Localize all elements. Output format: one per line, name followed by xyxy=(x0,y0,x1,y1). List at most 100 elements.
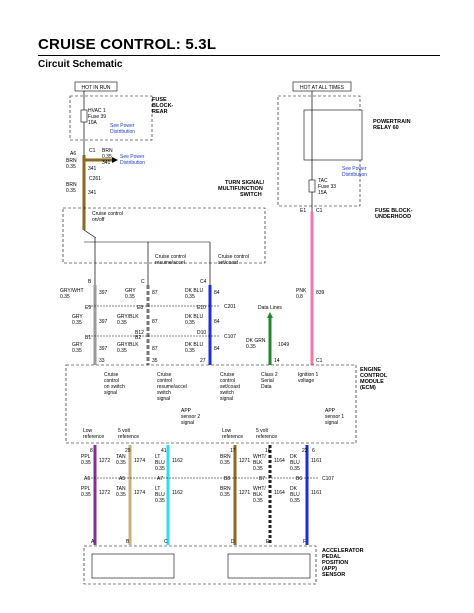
onoff-switch-contact xyxy=(83,229,97,239)
hot-at-all-times-label: HOT AT ALL TIMES xyxy=(300,85,345,91)
conn-a6: A6 xyxy=(84,476,90,482)
row2-col1-num: 397 xyxy=(99,319,108,325)
bot-pin-41: 41 xyxy=(161,448,167,454)
bot-r2-ppl-num: 1272 xyxy=(99,490,110,496)
bot-r1-brn-num: 1271 xyxy=(239,458,250,464)
powertrain-relay-box xyxy=(303,109,363,161)
bot-r1-ltblu-num: 1162 xyxy=(172,458,183,464)
app-pin-d: D xyxy=(231,539,235,545)
bot-r1-whtblk-num: 1164 xyxy=(274,458,285,464)
turn-signal-switch-box xyxy=(62,207,266,264)
title-rule xyxy=(38,55,440,56)
page-title: CRUISE CONTROL: 5.3L xyxy=(38,36,217,53)
brn-splice-arrow xyxy=(112,157,118,163)
app-sensor-box xyxy=(83,545,317,585)
app-pin-b: B xyxy=(126,539,130,545)
c1-pin-label: C1 xyxy=(316,208,323,214)
pin-d10: D10 xyxy=(197,330,206,336)
bot-r1-ppl-num: 1272 xyxy=(99,458,110,464)
data-lines-label: Data Lines xyxy=(258,305,282,311)
bot-r2-whtblk-num: 1164 xyxy=(274,490,285,496)
app-sensor-2-element xyxy=(91,553,175,579)
pin-b12: B12 xyxy=(135,330,144,336)
row2-col2-num: 87 xyxy=(152,319,158,325)
bot-r1-tan-num: 1274 xyxy=(134,458,145,464)
c1-connector-label: C1 xyxy=(89,148,96,154)
brn-wire-num-a: 341 xyxy=(88,166,97,172)
c201-label: C201 xyxy=(224,304,236,310)
row2-col3-num: 84 xyxy=(214,319,220,325)
a6-pin-label: A6 xyxy=(70,151,76,157)
ecm-pin-35: 35 xyxy=(152,358,158,364)
row3-col1-num: 397 xyxy=(99,346,108,352)
brn-wire-num-b: 341 xyxy=(88,190,97,196)
e1-pin-label: E1 xyxy=(300,208,306,214)
pin-b1: B1 xyxy=(85,335,91,341)
dkgrn-wire-num: 1049 xyxy=(278,342,289,348)
bot-pin-17: 17 xyxy=(230,448,236,454)
pin-b2: B2 xyxy=(135,335,141,341)
app-pin-a: A xyxy=(91,539,95,545)
bot-r2-brn-num: 1271 xyxy=(239,490,250,496)
conn-a5: A5 xyxy=(119,476,125,482)
ecm-pin-14: 14 xyxy=(274,358,280,364)
bot-pin-6: 6 xyxy=(312,448,315,454)
conn-b6: B6 xyxy=(296,476,302,482)
bot-r1-dkblu-num: 1161 xyxy=(311,458,322,464)
conn-b7: B7 xyxy=(259,476,265,482)
bot-r2-ltblu-num: 1162 xyxy=(172,490,183,496)
pnk-wire-num: 839 xyxy=(316,290,325,296)
app-sensor-1-element xyxy=(227,553,311,579)
pin-e10: E10 xyxy=(197,305,206,311)
ecm-pin-33: 33 xyxy=(99,358,105,364)
c261-label: C261 xyxy=(89,176,101,182)
bot-pin-8: 8 xyxy=(90,448,93,454)
bot-pin-22: 22 xyxy=(302,448,308,454)
bot-r2-dkblu-num: 1161 xyxy=(311,490,322,496)
ecm-box xyxy=(65,364,357,444)
hot-in-run-label: HOT IN RUN xyxy=(81,85,110,91)
col2-top-num: 87 xyxy=(152,290,158,296)
